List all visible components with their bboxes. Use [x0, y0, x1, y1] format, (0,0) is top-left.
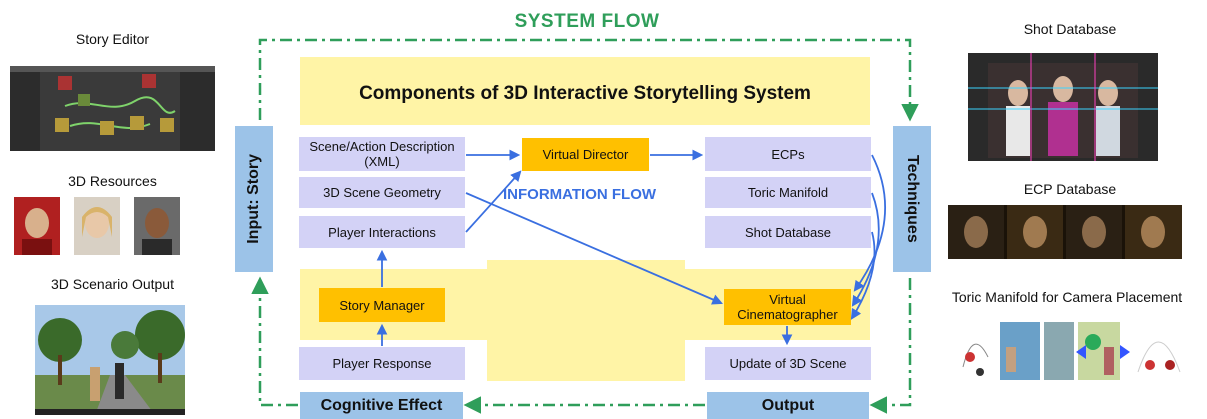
update-scene-box: Update of 3D Scene — [705, 347, 871, 380]
story-manager-box: Story Manager — [319, 288, 445, 322]
components-title: Components of 3D Interactive Storytellin… — [359, 83, 811, 104]
ecp-database-image — [948, 205, 1182, 259]
story-editor-image — [10, 66, 215, 151]
arrow-geometry-to-cinematographer — [465, 192, 723, 305]
shot-database-image — [968, 53, 1158, 161]
system-flow-top — [258, 38, 919, 122]
input-story-label: Input: Story — [235, 126, 273, 272]
character-face-1 — [14, 197, 60, 255]
toric-camera-image — [958, 317, 1186, 383]
arrow-shot-to-cinematographer — [850, 231, 876, 320]
arrow-toric-to-cinematographer — [851, 192, 880, 307]
ecps-box: ECPs — [705, 137, 871, 171]
toric-camera-caption: Toric Manifold for Camera Placement — [951, 289, 1183, 305]
arrow-interactions-to-director — [465, 170, 522, 233]
techniques-label: Techniques — [893, 126, 931, 272]
player-interactions-box: Player Interactions — [299, 216, 465, 248]
techniques-text: Techniques — [904, 155, 921, 243]
virtual-director-box: Virtual Director — [522, 138, 649, 171]
cognitive-effect-label: Cognitive Effect — [300, 392, 463, 419]
shot-database-box: Shot Database — [705, 216, 871, 248]
system-flow-left-bottom — [251, 276, 298, 407]
scenario-output-caption: 3D Scenario Output — [51, 276, 174, 292]
story-editor-graph — [10, 66, 215, 151]
scenario-output-image — [35, 305, 185, 415]
output-label: Output — [707, 392, 869, 419]
virtual-cinematographer-box: Virtual Cinematographer — [724, 289, 851, 325]
scene-action-box: Scene/Action Description (XML) — [299, 137, 465, 171]
resources-caption: 3D Resources — [68, 173, 157, 189]
system-flow-title: SYSTEM FLOW — [514, 11, 660, 32]
scene-geometry-box: 3D Scene Geometry — [299, 177, 465, 208]
arrow-ecps-to-cinematographer — [853, 154, 887, 292]
player-response-box: Player Response — [299, 347, 465, 380]
system-flow-right-bottom — [869, 278, 912, 414]
shot-database-caption: Shot Database — [1023, 21, 1117, 37]
character-face-3 — [134, 197, 180, 255]
ecp-database-caption: ECP Database — [1023, 181, 1117, 197]
toric-manifold-box: Toric Manifold — [705, 177, 871, 208]
story-editor-caption: Story Editor — [75, 31, 150, 47]
character-face-2 — [74, 197, 120, 255]
information-flow-label: INFORMATION FLOW — [503, 186, 657, 203]
